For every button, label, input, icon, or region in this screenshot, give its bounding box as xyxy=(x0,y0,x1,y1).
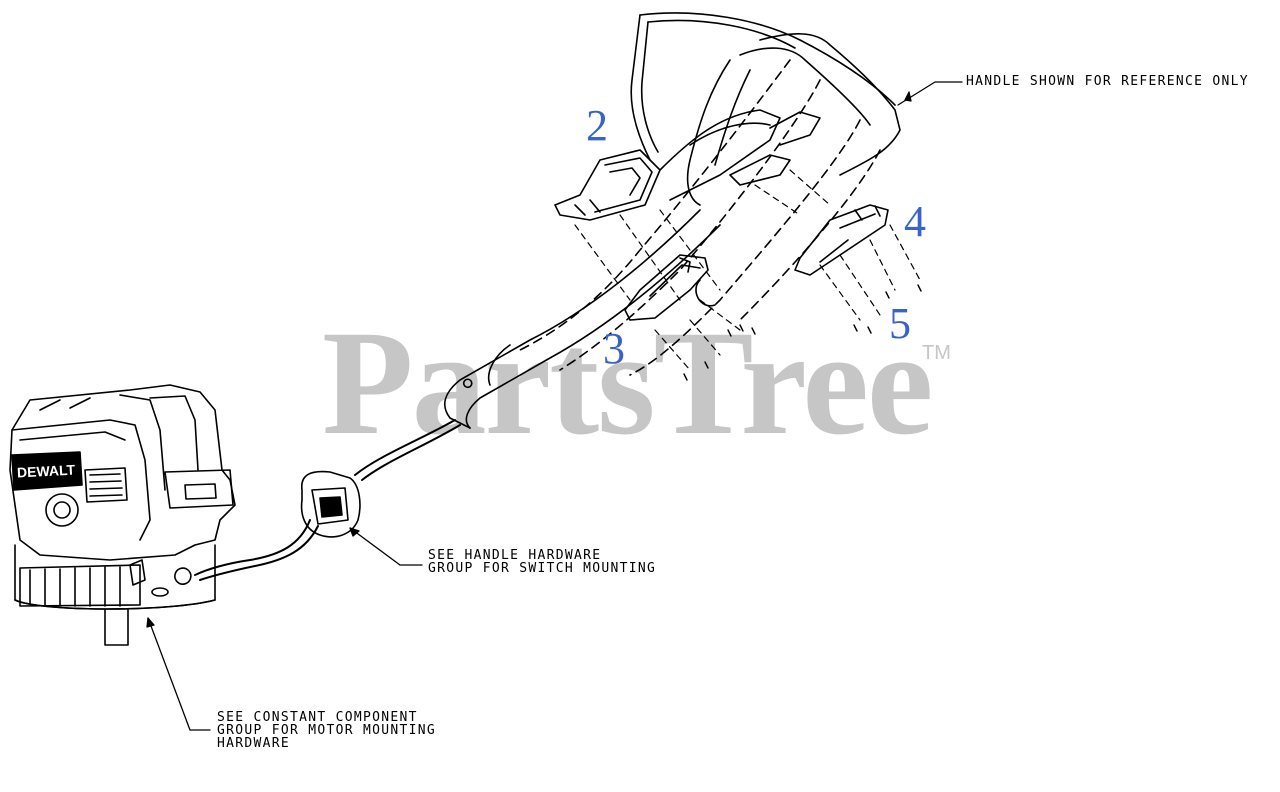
switch-mounting-note-line1: SEE HANDLE HARDWARE xyxy=(428,548,602,563)
motor-mounting-note-line3: HARDWARE xyxy=(217,736,291,751)
motor-unit xyxy=(9,384,236,646)
partstree-watermark: PartsTree xyxy=(322,300,933,466)
part-5-screws xyxy=(683,284,922,381)
assembly-lines xyxy=(574,169,921,371)
handle-upper-loop xyxy=(630,12,901,206)
part-3-bracket xyxy=(624,254,709,321)
trademark-symbol: TM xyxy=(922,342,951,364)
part-2-switch-housing xyxy=(554,109,821,221)
part-number-5: 5 xyxy=(889,299,911,348)
power-cable xyxy=(194,419,461,581)
lower-handle-tube xyxy=(444,209,721,429)
part-number-4: 4 xyxy=(904,197,926,246)
switch-box xyxy=(300,470,361,538)
part-4-clip xyxy=(794,204,889,276)
handle-lower-tubes xyxy=(519,59,881,376)
handle-reference-note: HANDLE SHOWN FOR REFERENCE ONLY xyxy=(966,74,1249,89)
part-number-2: 2 xyxy=(586,101,608,150)
dewalt-logo: DEWALT xyxy=(16,461,76,481)
part-number-3: 3 xyxy=(603,324,625,373)
switch-mounting-note-line2: GROUP FOR SWITCH MOUNTING xyxy=(428,561,657,576)
motor-mounting-note-line2: GROUP FOR MOTOR MOUNTING xyxy=(217,723,437,738)
motor-mounting-note-line1: SEE CONSTANT COMPONENT xyxy=(217,710,418,725)
leader-lines xyxy=(146,81,963,731)
